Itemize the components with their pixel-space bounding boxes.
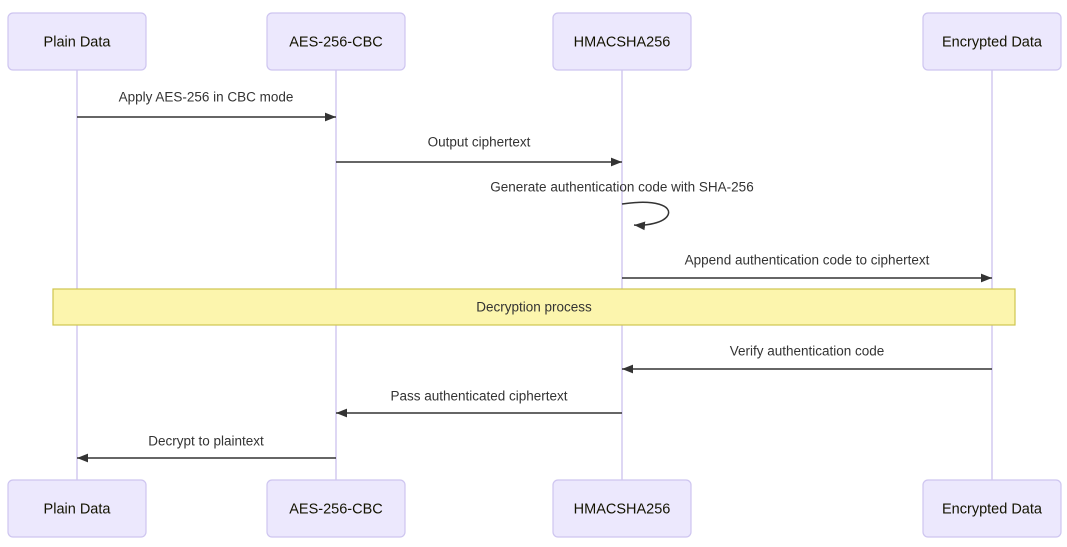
message-decrypt-to-plaintext[interactable]: Decrypt to plaintext [77, 434, 336, 463]
actor-top-encrypted-data[interactable]: Encrypted Data [922, 12, 1062, 71]
message-apply-aes-256-in-cbc-mode[interactable]: Apply AES-256 in CBC mode [77, 90, 336, 122]
actor-top-aes-256-cbc-box[interactable] [266, 12, 406, 71]
actor-top-hmacsha256[interactable]: HMACSHA256 [552, 12, 692, 71]
actor-top-plain-data[interactable]: Plain Data [7, 12, 147, 71]
actor-bottom-hmacsha256[interactable]: HMACSHA256 [552, 479, 692, 538]
actor-bottom-hmacsha256-box[interactable] [552, 479, 692, 538]
message-append-authentication-code-to-ciphertext[interactable]: Append authentication code to ciphertext [622, 253, 992, 283]
note-decryption-process-box[interactable] [52, 288, 1016, 326]
actor-top-plain-data-box[interactable] [7, 12, 147, 71]
actor-bottom-plain-data-box[interactable] [7, 479, 147, 538]
actor-top-aes-256-cbc[interactable]: AES-256-CBC [266, 12, 406, 71]
message-label-2: Output ciphertext [428, 135, 531, 150]
message-label-4: Append authentication code to ciphertext [685, 253, 930, 268]
actor-bottom-plain-data-label: Plain Data [44, 501, 112, 517]
actor-top-encrypted-data-label: Encrypted Data [942, 34, 1043, 50]
actor-bottom-encrypted-data[interactable]: Encrypted Data [922, 479, 1062, 538]
note-decryption-process-label: Decryption process [476, 300, 592, 315]
message-label-5: Verify authentication code [730, 344, 885, 359]
message-verify-authentication-code[interactable]: Verify authentication code [622, 344, 992, 374]
actor-bottom-plain-data[interactable]: Plain Data [7, 479, 147, 538]
message-generate-authentication-code-with-sha-256[interactable]: Generate authentication code with SHA-25… [490, 180, 754, 231]
actor-top-plain-data-label: Plain Data [44, 34, 112, 50]
message-pass-authenticated-ciphertext[interactable]: Pass authenticated ciphertext [336, 389, 622, 418]
note-decryption-process[interactable]: Decryption process [52, 288, 1016, 326]
actor-bottom-hmacsha256-label: HMACSHA256 [574, 501, 671, 517]
message-output-ciphertext[interactable]: Output ciphertext [336, 135, 622, 167]
message-label-7: Decrypt to plaintext [148, 434, 264, 449]
actor-top-hmacsha256-label: HMACSHA256 [574, 34, 671, 50]
message-label-3: Generate authentication code with SHA-25… [490, 180, 753, 195]
actor-bottom-encrypted-data-label: Encrypted Data [942, 501, 1043, 517]
top-actors-group: Plain Data AES-256-CBC HMACSHA256 Encryp… [7, 12, 1062, 71]
actor-top-hmacsha256-box[interactable] [552, 12, 692, 71]
actor-bottom-aes-256-cbc-box[interactable] [266, 479, 406, 538]
actor-bottom-aes-256-cbc[interactable]: AES-256-CBC [266, 479, 406, 538]
actor-top-encrypted-data-box[interactable] [922, 12, 1062, 71]
bottom-actors-group: Plain Data AES-256-CBC HMACSHA256 Encryp… [7, 479, 1062, 538]
message-label-1: Apply AES-256 in CBC mode [119, 90, 294, 105]
actor-bottom-encrypted-data-box[interactable] [922, 479, 1062, 538]
actor-bottom-aes-256-cbc-label: AES-256-CBC [289, 501, 382, 517]
lifelines-group [76, 70, 993, 480]
actor-top-aes-256-cbc-label: AES-256-CBC [289, 34, 382, 50]
message-label-6: Pass authenticated ciphertext [390, 389, 567, 404]
message-self-loop-3[interactable] [621, 201, 670, 231]
